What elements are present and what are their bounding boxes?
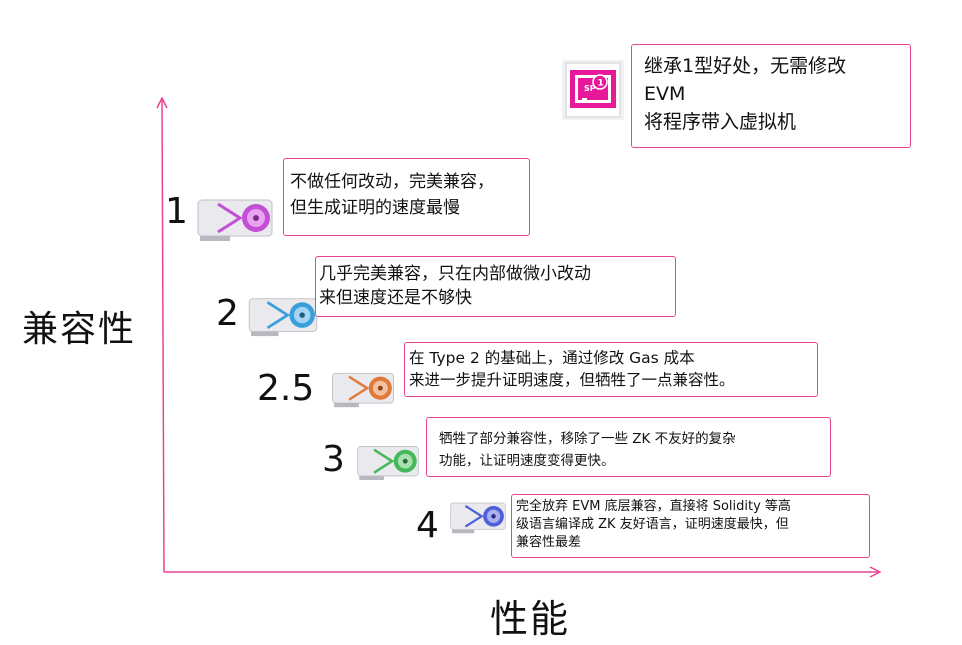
type-1-number: 1 [165,191,188,232]
type-1-note-box: 不做任何改动，完美兼容， 但生成证明的速度最慢 [283,158,530,236]
gpu-card-icon-type-2 [248,298,318,337]
sp-note-line: 将程序带入虚拟机 [644,111,797,133]
gpu-card-icon-type-1 [197,199,273,241]
y-axis-label: 兼容性 [22,309,137,350]
sp-note-line: 继承1型好处，无需修改 [644,55,847,77]
type-3-note-line: 功能，让证明速度变得更快。 [439,453,615,469]
sp1-logo-icon: SP 1 [562,60,624,120]
type-1-note-line: 不做任何改动，完美兼容， [290,172,494,192]
type-4-note-line: 级语言编译成 ZK 友好语言，证明速度最快，但 [516,517,789,532]
y-axis-line [161,99,165,573]
sp-icon-badge: 1 [598,79,604,89]
type-2-5-note-box: 在 Type 2 的基础上，通过修改 Gas 成本 来进一步提升证明速度，但牺牲… [404,342,818,397]
type-2-5-note-line: 在 Type 2 的基础上，通过修改 Gas 成本 [409,349,695,367]
type-2-5-note-line: 来进一步提升证明速度，但牺牲了一点兼容性。 [409,371,735,389]
type-2-5-number: 2.5 [257,368,315,409]
x-axis-label: 性能 [490,597,571,641]
sp-note-line: EVM [644,83,686,105]
gpu-card-icon-type-3 [357,446,419,481]
type-4-note-line: 兼容性最差 [516,535,582,550]
type-4-note-box: 完全放弃 EVM 底层兼容，直接将 Solidity 等高 级语言编译成 ZK … [511,494,870,558]
type-2-number: 2 [216,293,239,334]
type-3-note-box: 牺牲了部分兼容性，移除了一些 ZK 不友好的复杂 功能，让证明速度变得更快。 [426,417,831,477]
type-2-note-line: 几乎完美兼容，只在内部做微小改动 [319,264,591,284]
type-3-note-line: 牺牲了部分兼容性，移除了一些 ZK 不友好的复杂 [439,431,736,447]
type-1-note-line: 但生成证明的速度最慢 [290,198,460,218]
gpu-card-icon-type-4 [450,502,506,534]
type-3-number: 3 [322,439,345,480]
sp-note-box: 继承1型好处，无需修改 EVM 将程序带入虚拟机 [631,44,911,148]
sp-icon-text: SP [584,84,596,93]
y-axis-arrow [156,96,168,109]
type-2-note-box: 几乎完美兼容，只在内部做微小改动 来但速度还是不够快 [315,256,676,317]
type-4-number: 4 [416,505,439,546]
type-4-note-line: 完全放弃 EVM 底层兼容，直接将 Solidity 等高 [516,499,791,514]
type-2-note-line: 来但速度还是不够快 [319,288,472,308]
gpu-card-icon-type-2-5 [332,372,394,408]
x-axis-arrow [869,566,882,578]
